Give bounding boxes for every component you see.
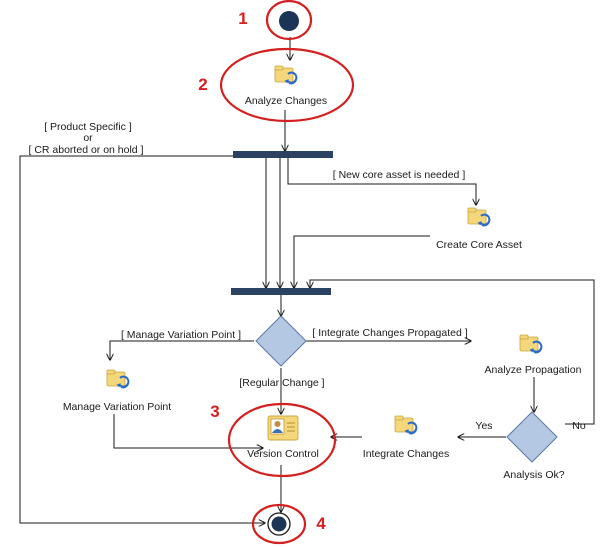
- activity-icon: [394, 415, 418, 435]
- analyze-propagation-label: Analyze Propagation: [485, 364, 582, 376]
- callout-number-3: 3: [210, 402, 219, 421]
- edge-create-asset-to-join: [294, 235, 430, 288]
- edge-loop-to-join: [310, 279, 595, 425]
- callout-circle-1: [265, 0, 313, 41]
- fork-bar: [233, 151, 333, 158]
- guard-new-core-asset: [ New core asset is needed ]: [333, 169, 466, 181]
- initial-node: [279, 11, 299, 31]
- activity-icon: [274, 65, 298, 85]
- guard-regular-change: [Regular Change ]: [239, 377, 324, 389]
- guard-manage-variation-point: [ Manage Variation Point ]: [121, 329, 241, 341]
- merge-decision-node: [255, 315, 307, 367]
- analysis-ok-label: Analysis Ok?: [503, 469, 564, 481]
- edge-fork-to-final: [19, 155, 265, 523]
- edge-decision-to-manage: [110, 340, 254, 360]
- version-control-label: Version Control: [247, 448, 319, 460]
- guard-integrate-propagated: [ Integrate Changes Propagated ]: [312, 327, 467, 339]
- join-bar: [231, 288, 331, 295]
- edges: [19, 37, 595, 523]
- activity-icon: [519, 334, 543, 354]
- guard-product-specific: [ Product Specific ]: [44, 121, 132, 133]
- callout-number-4: 4: [316, 514, 326, 533]
- version-control-icon: [267, 415, 299, 441]
- callout-circle-4: [251, 503, 307, 545]
- guard-or: or: [83, 132, 93, 144]
- callout-number-1: 1: [238, 9, 247, 28]
- callout-circle-2: [219, 47, 355, 123]
- create-core-asset-label: Create Core Asset: [436, 239, 522, 251]
- analyze-changes-label: Analyze Changes: [245, 95, 327, 107]
- edge-fork-to-create-asset: [287, 158, 476, 205]
- callout-circle-3: [227, 402, 337, 478]
- guard-no: No: [572, 420, 586, 432]
- final-node: [267, 512, 291, 536]
- callout-circles: [219, 0, 355, 545]
- integrate-changes-label: Integrate Changes: [363, 448, 449, 460]
- activity-icon: [467, 207, 491, 227]
- guard-yes: Yes: [475, 420, 492, 432]
- callout-number-2: 2: [198, 75, 207, 94]
- activity-icon: [106, 369, 130, 389]
- manage-variation-point-label: Manage Variation Point: [63, 401, 171, 413]
- analysis-decision-node: [506, 411, 558, 463]
- edge-manage-to-version: [113, 414, 263, 448]
- guard-cr-aborted: [ CR aborted or on hold ]: [29, 144, 144, 156]
